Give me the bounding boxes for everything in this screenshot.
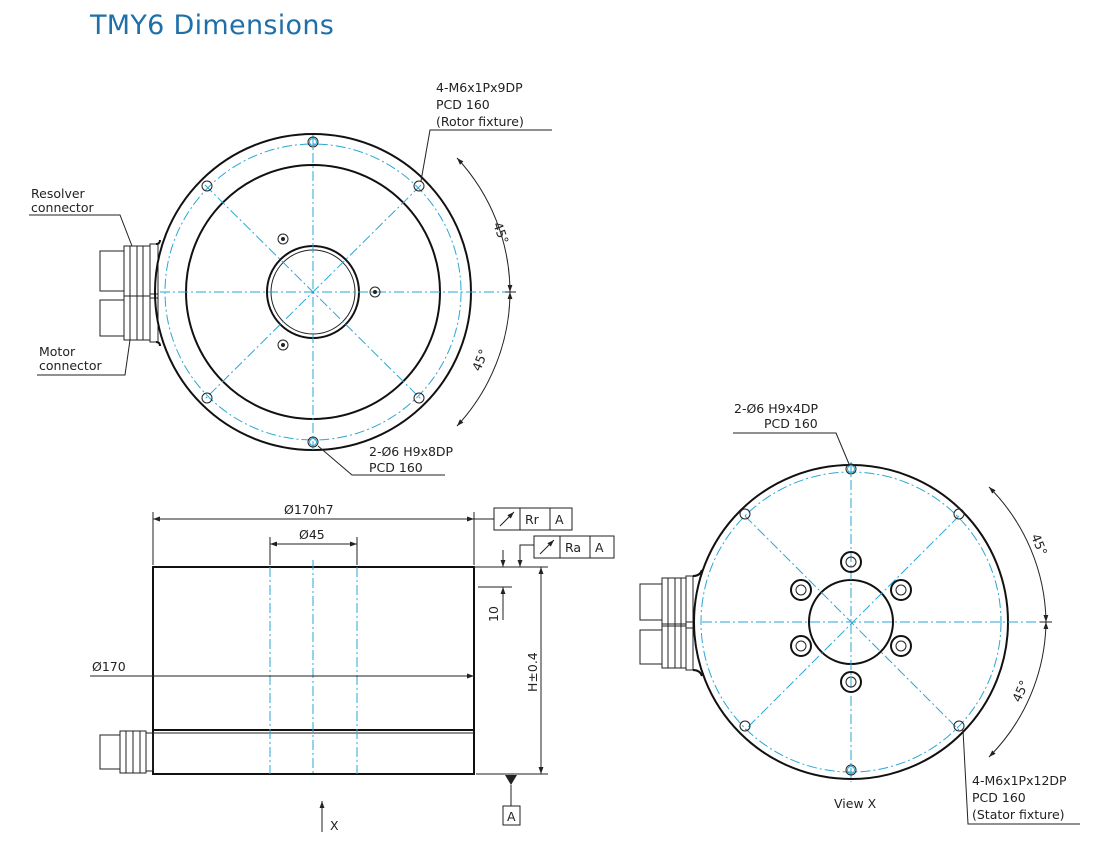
view-x-bolt xyxy=(840,551,862,573)
view-x-hole xyxy=(953,720,965,732)
stator-holes-leader xyxy=(962,729,1080,825)
runout-radial-datum: A xyxy=(555,512,564,527)
rotor-holes-line3: (Rotor fixture) xyxy=(436,114,524,129)
view-x-bolt xyxy=(840,671,862,693)
datum-box xyxy=(502,805,521,826)
view-x-hole xyxy=(739,720,751,732)
view-x-hole xyxy=(739,508,751,520)
page-title: TMY6 Dimensions xyxy=(90,10,335,41)
view-x: 45° 45° 2-Ø6 H9x4DP PCD 160 4-M6x1Px12DP… xyxy=(639,401,1080,825)
view-x-bolt xyxy=(890,635,912,657)
view-x-angle-upper: 45° xyxy=(1028,532,1050,558)
runout-radial-symbol: Rr xyxy=(525,512,540,527)
view-x-label: View X xyxy=(834,796,877,811)
rotor-holes-line2: PCD 160 xyxy=(436,97,490,112)
view-x-pins-leader xyxy=(733,432,850,465)
view-arrow-label: X xyxy=(330,818,339,833)
view-x-bolt xyxy=(890,579,912,601)
runout-axial-frame: Ra A xyxy=(517,535,615,567)
top-hole xyxy=(201,180,213,192)
top-angle-upper: 45° xyxy=(490,220,512,246)
top-hole xyxy=(413,180,425,192)
motor-label-1: Motor xyxy=(39,344,76,359)
view-x-hole xyxy=(845,463,857,475)
stator-holes-line3: (Stator fixture) xyxy=(972,807,1065,822)
resolver-connector xyxy=(99,243,159,299)
top-pins-line2: PCD 160 xyxy=(369,460,423,475)
motor-leader xyxy=(37,339,131,376)
top-pins-leader xyxy=(317,445,445,476)
top-hole xyxy=(307,136,319,148)
stator-holes-line2: PCD 160 xyxy=(972,790,1026,805)
top-hole xyxy=(413,392,425,404)
runout-axial-datum: A xyxy=(595,540,604,555)
runout-axial-symbol: Ra xyxy=(565,540,581,555)
resolver-leader xyxy=(29,214,133,247)
top-hole xyxy=(201,392,213,404)
motor-connector xyxy=(99,293,159,343)
top-view: 45° 45° 4-M6x1Px9DP PCD 160 (Rotor fixtu… xyxy=(29,80,552,476)
dim-body-dia: Ø170 xyxy=(92,659,126,674)
motor-label-2: connector xyxy=(39,358,102,373)
dim-outer-dia: Ø170h7 xyxy=(284,502,334,517)
datum-label: A xyxy=(507,809,516,824)
view-x-hole xyxy=(845,764,857,776)
view-x-pins-line2: PCD 160 xyxy=(764,416,818,431)
view-x-pins-line1: 2-Ø6 H9x4DP xyxy=(734,401,819,416)
top-pins-line1: 2-Ø6 H9x8DP xyxy=(369,444,454,459)
top-hole xyxy=(307,436,319,448)
dim-height: H±0.4 xyxy=(525,652,540,692)
view-x-bolt xyxy=(790,579,812,601)
rotor-holes-leader xyxy=(420,129,552,182)
dim-bore-dia: Ø45 xyxy=(299,527,325,542)
resolver-label-1: Resolver xyxy=(31,186,86,201)
runout-radial-frame: Rr A xyxy=(474,507,573,531)
side-view: Ø170h7 Ø45 Ø170 Rr A Ra A xyxy=(90,502,615,833)
dim-10: 10 xyxy=(486,606,501,622)
resolver-label-2: connector xyxy=(31,200,94,215)
stator-holes-line1: 4-M6x1Px12DP xyxy=(972,773,1067,788)
view-x-hole xyxy=(953,508,965,520)
view-x-bolt xyxy=(790,635,812,657)
top-angle-lower: 45° xyxy=(469,347,491,373)
rotor-holes-line1: 4-M6x1Px9DP xyxy=(436,80,523,95)
